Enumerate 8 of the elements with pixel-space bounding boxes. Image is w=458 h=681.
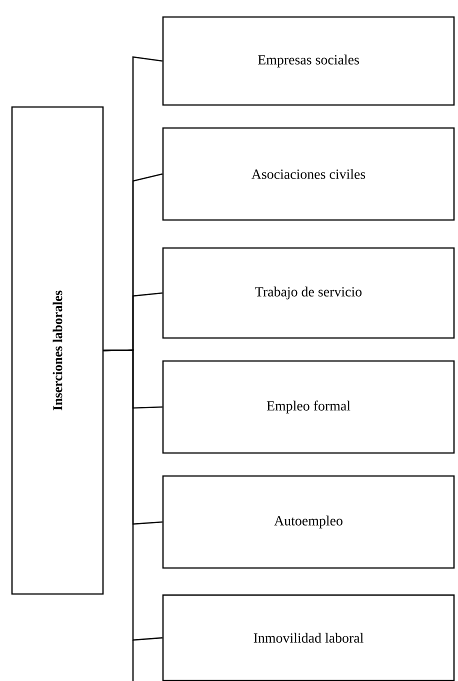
item-box: Empleo formal [162, 360, 455, 454]
item-box: Autoempleo [162, 475, 455, 569]
item-box: Empresas sociales [162, 16, 455, 106]
category-box: Inserciones laborales [11, 106, 104, 595]
item-box: Inmovilidad laboral [162, 594, 455, 681]
item-box: Trabajo de servicio [162, 247, 455, 339]
connector-line [104, 349, 162, 641]
item-box: Asociaciones civiles [162, 127, 455, 221]
